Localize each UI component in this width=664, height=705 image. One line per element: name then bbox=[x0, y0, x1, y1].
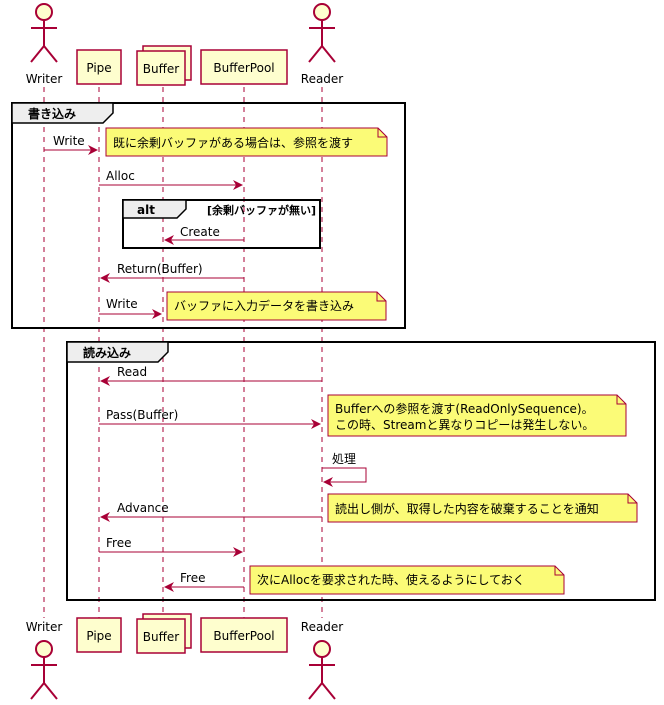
alt-condition: [余剰バッファが無い] bbox=[207, 203, 316, 217]
message-pass-buffer: Pass(Buffer) bbox=[99, 408, 321, 429]
message-label: Create bbox=[180, 225, 220, 239]
actor-icon bbox=[30, 640, 58, 700]
actor-icon bbox=[308, 3, 336, 63]
participant-pipe-box-bottom bbox=[76, 617, 122, 653]
message-label: Write bbox=[106, 297, 138, 311]
message-label: Write bbox=[53, 134, 85, 148]
message-return-buffer: Return(Buffer) bbox=[100, 262, 244, 283]
participant-bufferpool-box-bottom bbox=[200, 617, 288, 653]
message-label: Alloc bbox=[106, 169, 135, 183]
note-text: 既に余剰バッファがある場合は、参照を渡す bbox=[113, 135, 353, 150]
participant-pipe-label-bottom: Pipe bbox=[86, 629, 111, 643]
message-label: Return(Buffer) bbox=[117, 262, 203, 276]
participant-buffer-label: Buffer bbox=[143, 62, 179, 76]
note-text: Bufferへの参照を渡す(ReadOnlySequence)。 bbox=[335, 401, 594, 416]
participant-buffer-box-bottom bbox=[136, 618, 186, 654]
participant-writer-label-bottom: Writer bbox=[26, 620, 63, 634]
message-read: Read bbox=[100, 365, 322, 386]
note-alloc-ready: 次にAllocを要求された時、使えるようにしておく bbox=[249, 565, 565, 595]
participant-buffer-label-bottom: Buffer bbox=[143, 630, 179, 644]
message-create: Create bbox=[164, 225, 244, 245]
participant-pipe-box bbox=[76, 49, 122, 85]
message-write-buffer: Write bbox=[99, 297, 162, 319]
message-alloc: Alloc bbox=[99, 169, 243, 190]
participant-buffer-box bbox=[136, 50, 186, 86]
alt-label: alt bbox=[137, 203, 155, 217]
note-text: この時、Streamと異なりコピーは発生しない。 bbox=[335, 418, 594, 432]
message-write: Write bbox=[44, 134, 98, 155]
message-free-buffer: Free bbox=[164, 571, 244, 592]
group-frame-write: 書き込み bbox=[11, 102, 406, 329]
message-label: Read bbox=[117, 365, 147, 379]
message-label: 処理 bbox=[332, 452, 356, 466]
lifelines bbox=[43, 87, 323, 618]
participants-top: Writer Pipe Buffer BufferPool Reader bbox=[26, 3, 344, 86]
group-read-label: 読み込み bbox=[83, 345, 131, 360]
message-label: Free bbox=[180, 571, 205, 585]
actor-icon bbox=[30, 3, 58, 63]
message-label: Advance bbox=[117, 501, 169, 515]
note-text: 読出し側が、取得した内容を破棄することを通知 bbox=[335, 501, 599, 516]
note-advance-notify: 読出し側が、取得した内容を破棄することを通知 bbox=[327, 493, 638, 523]
message-process: 処理 bbox=[322, 452, 367, 487]
participant-reader-label-bottom: Reader bbox=[301, 620, 344, 634]
message-free-pool: Free bbox=[99, 536, 243, 557]
participant-pipe-label: Pipe bbox=[86, 61, 111, 75]
participant-writer-label: Writer bbox=[26, 72, 63, 86]
note-text: 次にAllocを要求された時、使えるようにしておく bbox=[257, 572, 525, 587]
message-label: Free bbox=[106, 536, 131, 550]
participant-reader-label: Reader bbox=[301, 72, 344, 86]
note-pass-reference: Bufferへの参照を渡す(ReadOnlySequence)。 この時、Str… bbox=[327, 394, 627, 437]
message-advance: Advance bbox=[100, 501, 322, 522]
message-label: Pass(Buffer) bbox=[106, 408, 178, 422]
participant-bufferpool-label: BufferPool bbox=[213, 61, 274, 75]
group-write-label: 書き込み bbox=[28, 106, 76, 121]
participants-bottom: Writer Pipe Buffer BufferPool Reader bbox=[26, 613, 344, 700]
note-text: バッファに入力データを書き込み bbox=[174, 298, 354, 313]
actor-icon bbox=[308, 640, 336, 700]
note-write-input: バッファに入力データを書き込み bbox=[166, 291, 387, 321]
participant-bufferpool-box bbox=[200, 49, 288, 85]
note-existing-buffer: 既に余剰バッファがある場合は、参照を渡す bbox=[105, 127, 388, 157]
participant-bufferpool-label-bottom: BufferPool bbox=[213, 629, 274, 643]
alt-frame: alt [余剰バッファが無い] bbox=[122, 199, 321, 249]
group-frame-read: 読み込み bbox=[66, 341, 656, 601]
